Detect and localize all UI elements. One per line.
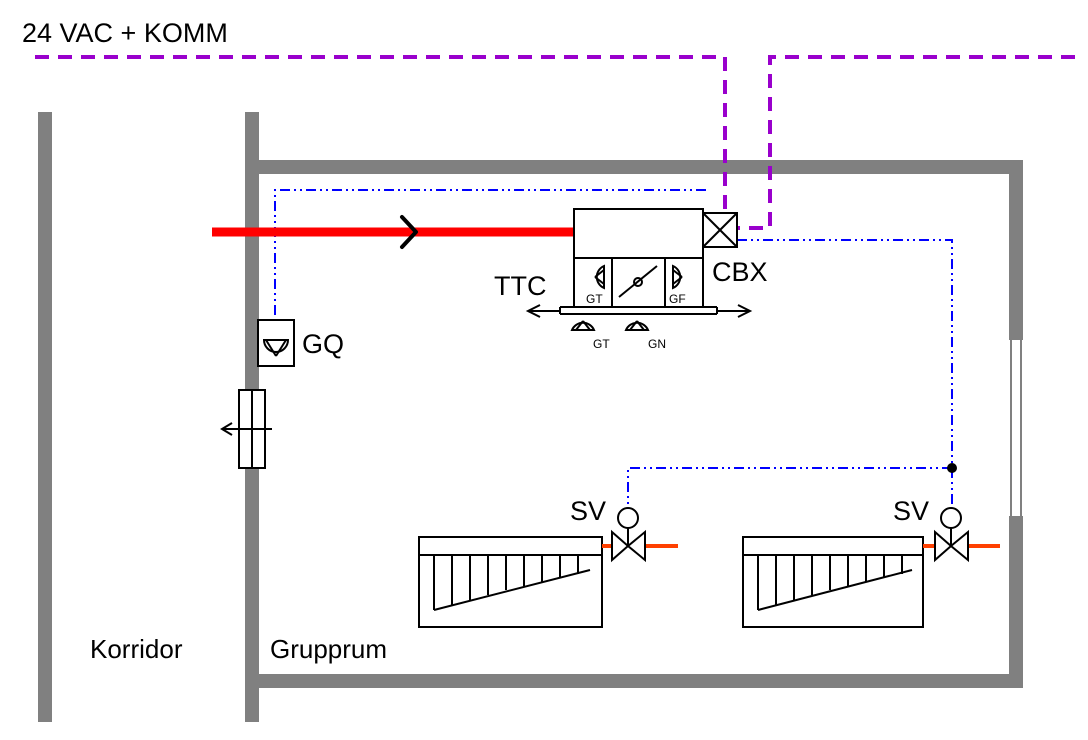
supply-air-duct [212, 215, 574, 249]
room-right-wall-lower [1009, 516, 1023, 688]
control-junction-dot [947, 463, 957, 473]
ttc-unit [559, 208, 718, 315]
air-outflow-arrows [525, 304, 753, 318]
gq-label: GQ [302, 329, 344, 359]
room-right-wall-upper [1009, 160, 1023, 340]
room-gn-sensor-icon [624, 320, 650, 331]
cbx-label: CBX [712, 257, 768, 287]
ttc-gt-sensor-icon [594, 264, 605, 290]
corridor-outer-wall [38, 112, 52, 722]
power-comm-label: 24 VAC + KOMM [22, 18, 228, 48]
ttc-gf-sensor-icon [672, 264, 683, 290]
valve-right-icon [934, 507, 969, 563]
power-comm-bus [35, 55, 1075, 253]
control-wiring [274, 189, 953, 506]
ttc-lower-box [573, 257, 704, 308]
grupprum-label: Grupprum [270, 634, 387, 664]
ttc-damper-icon [618, 265, 658, 298]
sv-left-label: SV [570, 496, 606, 526]
radiator-right [742, 536, 924, 628]
sv-right-label: SV [893, 496, 929, 526]
ttc-gf-label: GF [669, 292, 686, 306]
room-gt-label: GT [593, 337, 610, 351]
korridor-label: Korridor [90, 634, 183, 664]
room-gt-sensor-icon [570, 320, 596, 331]
room-left-wall-lower [245, 468, 259, 722]
room-top-wall [245, 160, 1023, 174]
ttc-upper-box [573, 208, 704, 259]
ttc-gt-label: GT [586, 292, 603, 306]
cbx-box-icon [702, 212, 738, 248]
walls [38, 112, 1023, 722]
room-gn-label: GN [648, 337, 666, 351]
flow-direction-arrow [400, 215, 418, 249]
room-left-wall-upper [245, 112, 259, 390]
window [1010, 340, 1022, 516]
radiator-left [418, 536, 603, 628]
gq-sensor-icon [257, 319, 295, 367]
valve-left-icon [611, 507, 646, 563]
ttc-label: TTC [494, 271, 546, 301]
transfer-grille-icon [220, 389, 272, 469]
room-bottom-wall [245, 674, 1023, 688]
